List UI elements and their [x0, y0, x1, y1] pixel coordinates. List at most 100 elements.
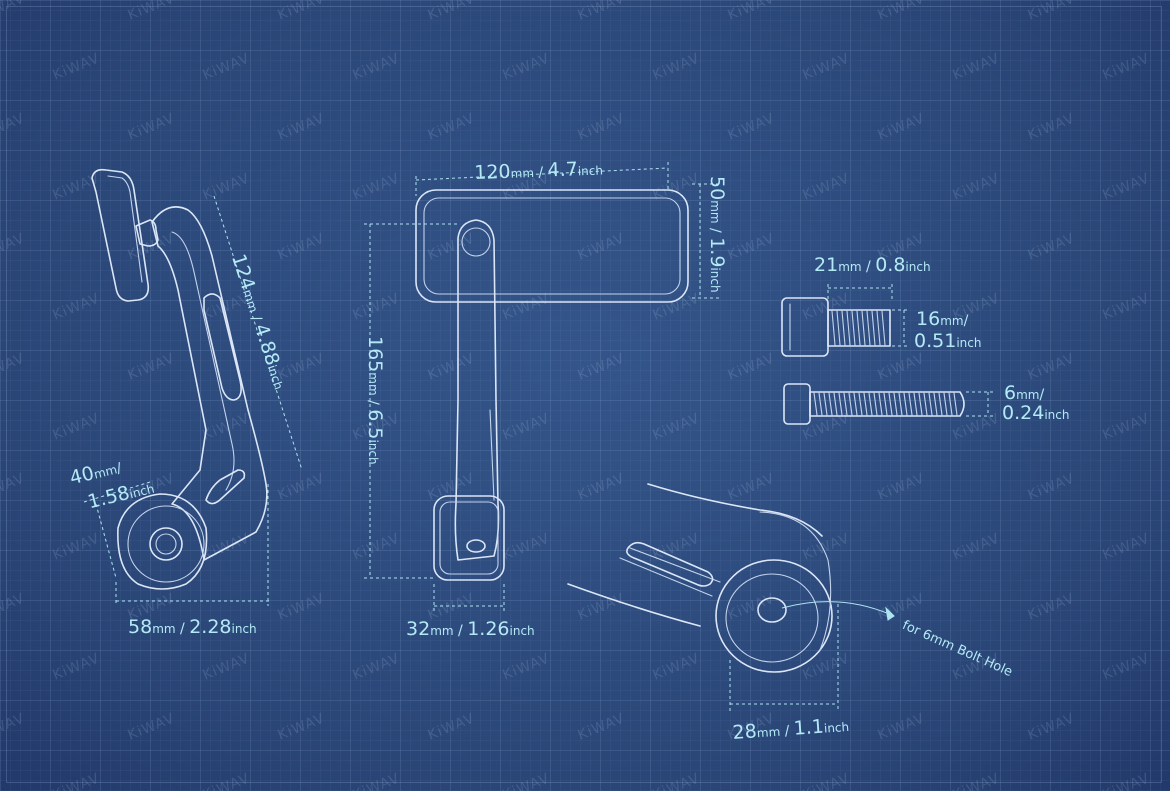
thread-line: [833, 392, 838, 416]
thread-line: [856, 310, 861, 346]
dim-mirror-width-inch: 4.7: [547, 158, 579, 182]
thread-line: [898, 392, 903, 416]
dim-front-width-mm-unit: mm: [430, 624, 454, 638]
detail-arm-outline-top: [647, 483, 823, 537]
dim-mirror-height-label: 50mm / 1.9inch: [706, 176, 728, 293]
side-clamp-hole-outer: [149, 527, 183, 561]
dim-separator: /: [963, 313, 969, 329]
dim-front-width-mm: 32: [406, 618, 431, 640]
thread-line: [888, 392, 893, 416]
thread-line: [881, 310, 886, 346]
thread-line: [813, 392, 818, 416]
detail-clamp-back: [759, 511, 832, 651]
dim-side-clamp-ext: [95, 503, 117, 579]
front-mirror-outline: [415, 189, 689, 303]
thread-line: [943, 392, 948, 416]
thread-line: [908, 392, 913, 416]
bolt-short: [781, 284, 910, 357]
front-stem: [454, 219, 500, 561]
dim-bolt-length-label-top: 16mm/: [916, 310, 968, 329]
bolt-short-thread-lines: [831, 310, 886, 346]
bolt-short-head: [781, 297, 829, 357]
dim-bolt-head-label: 21mm / 0.8inch: [814, 256, 931, 275]
bolt-long-thread: [809, 391, 965, 417]
thread-line: [933, 392, 938, 416]
dim-bolt-length-inch: 0.51: [914, 330, 957, 352]
dim-separator: /: [1039, 387, 1045, 403]
dim-mirror-width-mm-unit: mm: [510, 165, 535, 181]
bolt-hole-arrow-line: [781, 601, 895, 617]
dim-bolt-length-mm-unit: mm: [940, 314, 964, 328]
thread-line: [861, 310, 866, 346]
thread-line: [953, 392, 958, 416]
dim-mirror-width-inch-unit: inch: [577, 163, 604, 179]
bolt-long-thread-lines: [813, 392, 958, 416]
bolt-long: [783, 383, 994, 425]
thread-line: [823, 392, 828, 416]
detail-bolt-hole: [757, 597, 787, 623]
thread-line: [928, 392, 933, 416]
thread-line: [838, 392, 843, 416]
detail-arm-slot: [626, 541, 714, 587]
dim-hole-mm: 28: [731, 720, 758, 744]
dim-front-height-inch-unit: inch: [366, 439, 380, 465]
dim-bolt-head-mm-unit: mm: [838, 260, 862, 274]
bolt-short-thread: [827, 309, 891, 347]
side-view: [83, 168, 303, 606]
dim-bolt-head-mm: 21: [814, 254, 839, 276]
dim-hole-mm-unit: mm: [756, 724, 781, 741]
thread-line: [841, 310, 846, 346]
dim-hole-inch-unit: inch: [823, 719, 850, 736]
dim-mirror-height-inch: 1.9: [706, 237, 728, 268]
thread-line: [873, 392, 878, 416]
dim-bolt-thread-label-bottom: 0.24inch: [1002, 404, 1069, 423]
dim-front-width-inch-unit: inch: [509, 624, 535, 638]
side-clamp-body: [117, 493, 208, 590]
thread-line: [858, 392, 863, 416]
thread-line: [868, 392, 873, 416]
bolt-hole-arrow-head: [885, 606, 895, 621]
side-clamp-ring: [127, 505, 205, 583]
thread-line: [831, 310, 836, 346]
side-mirror-head: [91, 168, 150, 302]
thread-line: [938, 392, 943, 416]
thread-line: [848, 392, 853, 416]
side-arm-slot-lower: [205, 469, 246, 505]
dim-side-width-inch-unit: inch: [231, 622, 257, 636]
dim-bolt-head-inch: 0.8: [875, 254, 906, 276]
dim-mirror-height-mm-unit: mm: [708, 200, 722, 224]
dim-bolt-thread-mm: 6: [1004, 382, 1017, 404]
thread-line: [863, 392, 868, 416]
thread-line: [818, 392, 823, 416]
thread-line: [851, 310, 856, 346]
thread-line: [883, 392, 888, 416]
side-clamp-hole-inner: [155, 533, 177, 555]
thread-line: [878, 392, 883, 416]
front-clamp-body: [433, 495, 505, 581]
dim-bolt-thread-inch: 0.24: [1002, 402, 1045, 424]
dim-separator: /: [365, 395, 381, 410]
dim-side-width-mm: 58: [128, 616, 153, 638]
thread-line: [836, 310, 841, 346]
thread-line: [948, 392, 953, 416]
thread-line: [893, 392, 898, 416]
thread-line: [853, 392, 858, 416]
dim-bolt-thread-mm-unit: mm: [1016, 388, 1040, 402]
dim-mirror-height-mm: 50: [706, 176, 728, 201]
dim-front-height-inch: 6.5: [364, 409, 386, 440]
dim-bolt-thread-inch-unit: inch: [1044, 408, 1070, 422]
thread-line: [828, 392, 833, 416]
dim-mirror-width-mm: 120: [473, 160, 511, 184]
thread-line: [903, 392, 908, 416]
side-mirror-rim: [107, 175, 143, 283]
dim-bolt-head-inch-unit: inch: [905, 260, 931, 274]
dim-mirror-width-line: [415, 167, 669, 181]
thread-line: [871, 310, 876, 346]
detail-clamp-outer: [715, 559, 833, 673]
front-stem-rib: [489, 409, 495, 501]
dim-separator: /: [779, 722, 795, 740]
dim-front-width-inch: 1.26: [467, 618, 510, 640]
detail-arm-outline-bottom: [567, 583, 701, 627]
